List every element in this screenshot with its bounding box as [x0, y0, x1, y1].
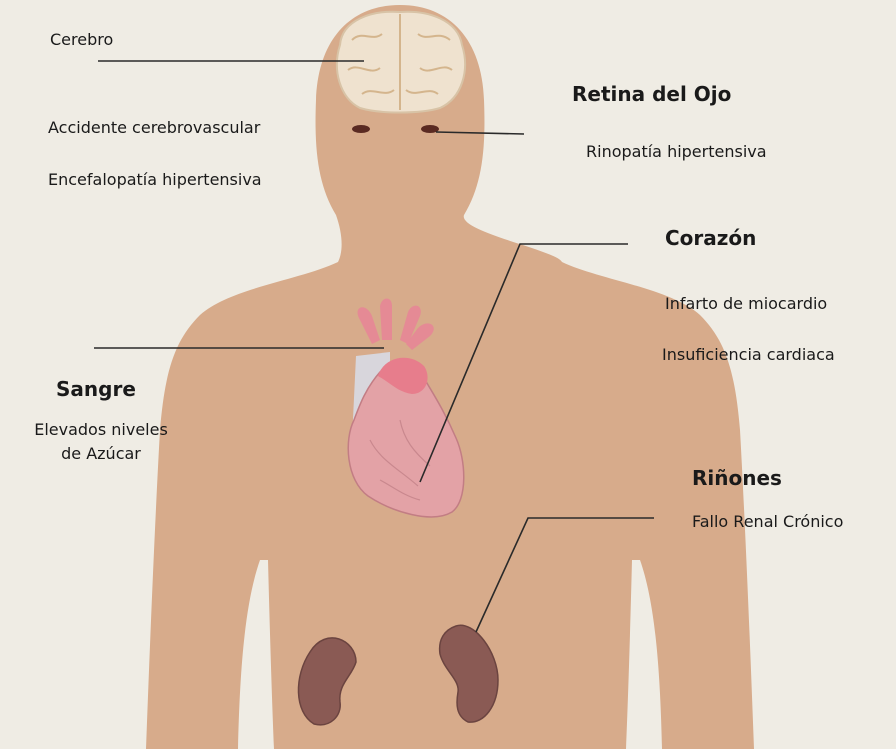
label-rinones: Riñones [692, 466, 782, 490]
label-cerebro: Cerebro [50, 30, 113, 49]
label-elevados-niveles: Elevados niveles [6, 420, 196, 439]
left-eye [352, 125, 370, 133]
label-de-azucar: de Azúcar [6, 444, 196, 463]
label-infarto-de-miocardio: Infarto de miocardio [665, 294, 827, 313]
label-rinopatia-hipertensiva: Rinopatía hipertensiva [586, 142, 767, 161]
label-retina-del-ojo: Retina del Ojo [572, 82, 731, 106]
label-sangre: Sangre [56, 377, 136, 401]
label-corazon: Corazón [665, 226, 756, 250]
label-accidente-cerebrovascular: Accidente cerebrovascular [48, 118, 260, 137]
label-fallo-renal-cronico: Fallo Renal Crónico [692, 512, 843, 531]
label-insuficiencia-cardiaca: Insuficiencia cardiaca [662, 345, 835, 364]
label-encefalopatia-hipertensiva: Encefalopatía hipertensiva [48, 170, 262, 189]
brain-illustration [337, 12, 465, 113]
